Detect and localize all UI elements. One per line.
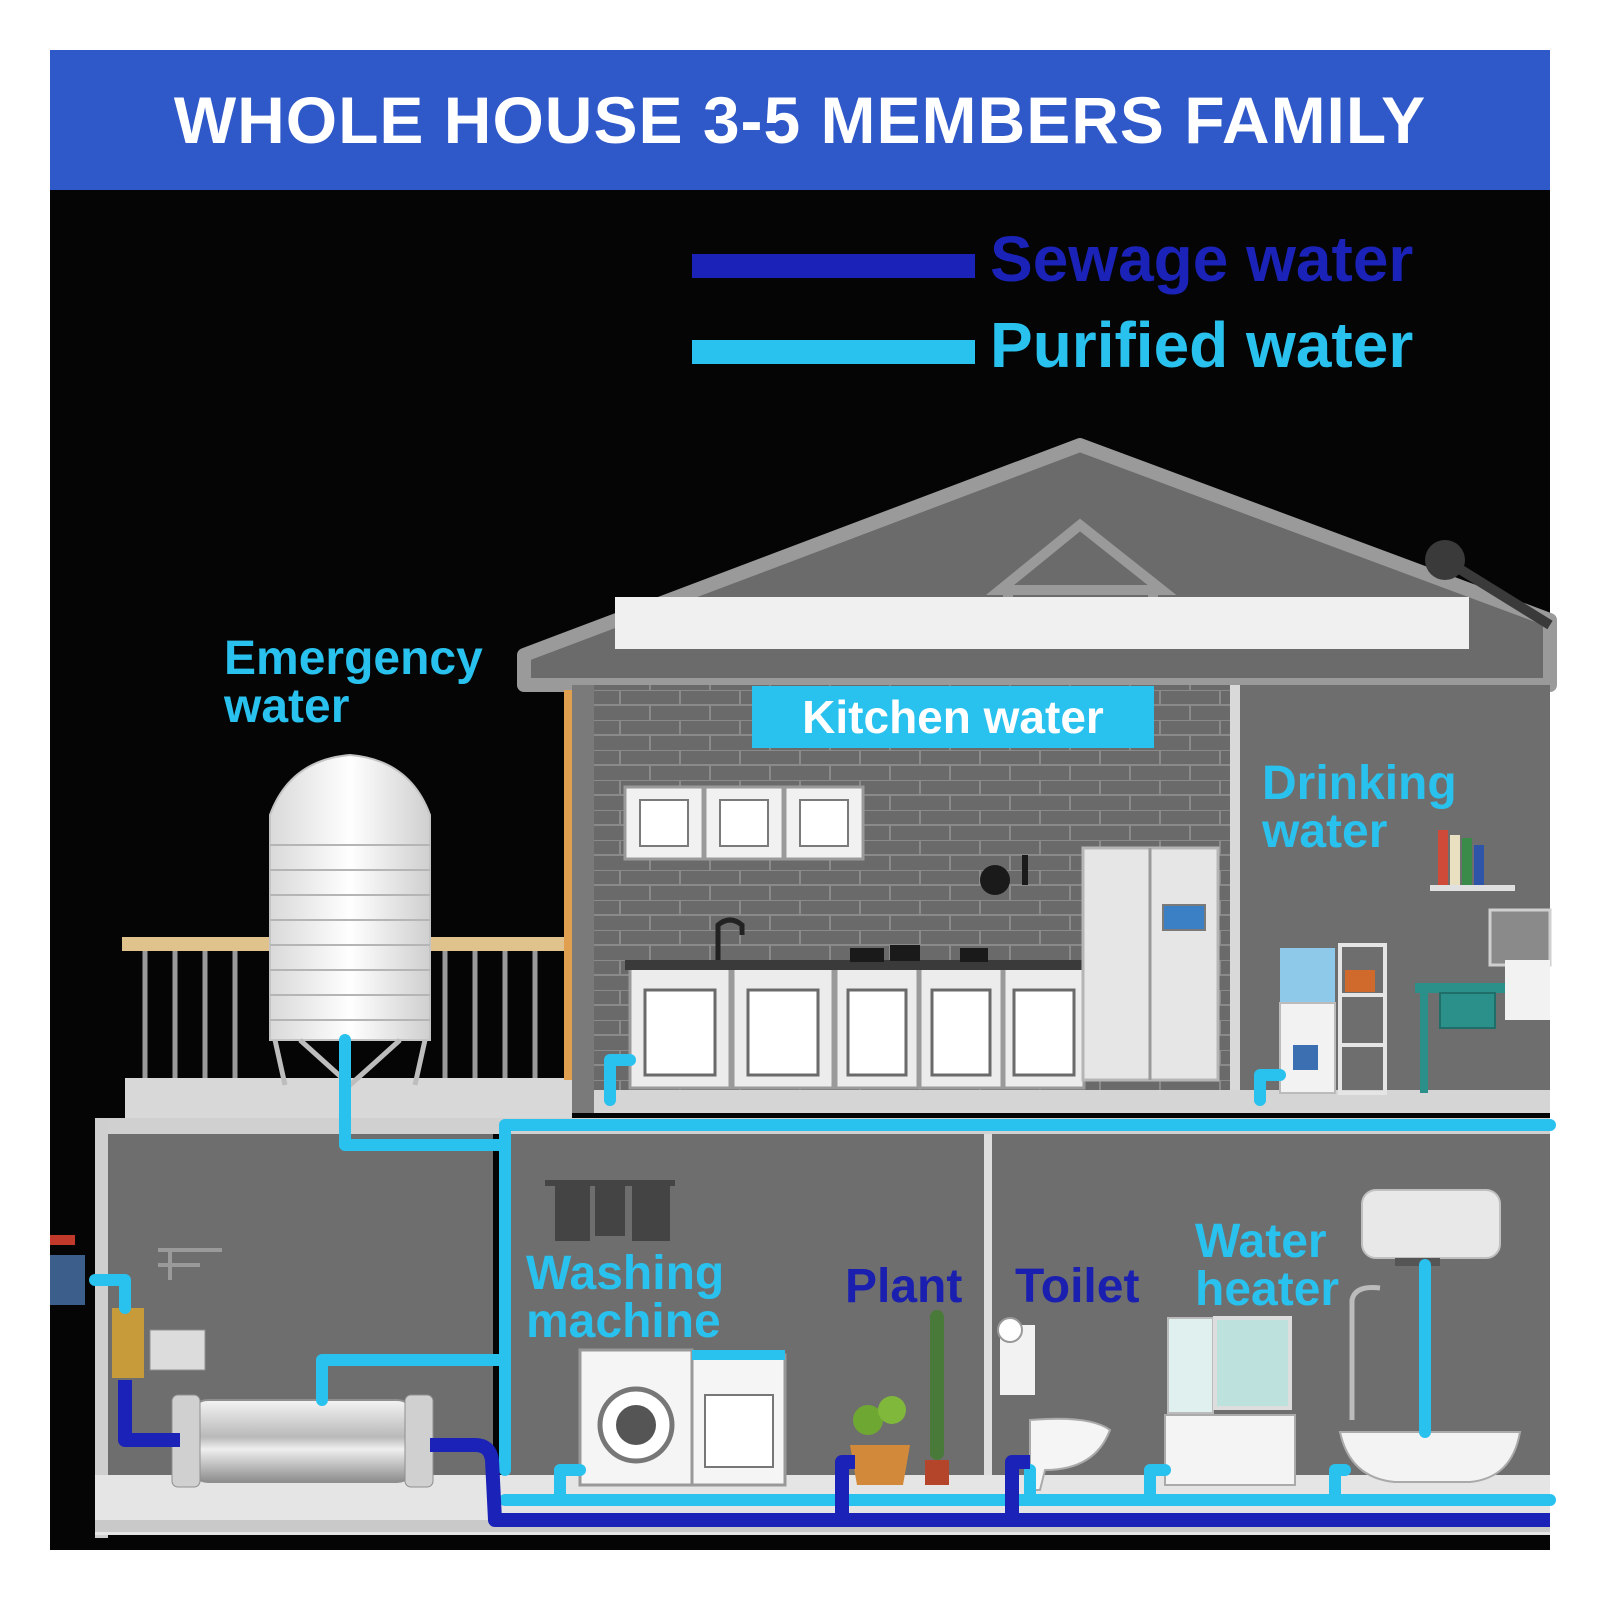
label-washing-machine: Washing machine (526, 1247, 725, 1348)
legend-sewage-label: Sewage water (990, 223, 1414, 295)
washing-machine (578, 1348, 787, 1487)
clothes (555, 1186, 670, 1241)
header-banner: WHOLE HOUSE 3-5 MEMBERS FAMILY (50, 50, 1550, 190)
label-toilet: Toilet (1015, 1260, 1140, 1313)
central-purifier (171, 1394, 434, 1488)
legend-purified-line (692, 340, 975, 364)
pots (850, 855, 1028, 962)
toilet (997, 1317, 1112, 1491)
label-emergency-water: Emergency water (224, 632, 483, 733)
label-drinking-water: Drinking water (1262, 757, 1457, 858)
chair (1505, 960, 1550, 1020)
monitor (1488, 908, 1552, 967)
prefilter (112, 1308, 206, 1378)
page-title: WHOLE HOUSE 3-5 MEMBERS FAMILY (173, 83, 1427, 157)
fridge (1081, 846, 1220, 1082)
bathtub (1338, 1285, 1522, 1483)
roof-vent (985, 518, 1177, 595)
label-kitchen-water: Kitchen water (802, 691, 1104, 743)
bookshelf (1338, 943, 1387, 1095)
sewage-pipes (118, 1380, 1550, 1527)
books (1438, 830, 1484, 885)
label-water-heater: Water heater (1195, 1215, 1340, 1316)
water-heater-unit (1361, 1189, 1501, 1266)
label-plant: Plant (845, 1260, 963, 1313)
purified-pipes (89, 1034, 1556, 1506)
legend-purified-label: Purified water (990, 309, 1414, 381)
balcony-bars (142, 951, 538, 1078)
label-kitchen-water-box: Kitchen water (752, 686, 1154, 748)
emergency-tank (269, 753, 431, 1089)
legend-sewage-line (692, 254, 975, 278)
water-dispenser (1279, 948, 1336, 1094)
inlet-valve (50, 1255, 85, 1305)
vanity (1164, 1316, 1296, 1486)
plant-pot (850, 1310, 949, 1485)
desk (1415, 983, 1525, 1093)
roof-white-band (615, 597, 1469, 649)
